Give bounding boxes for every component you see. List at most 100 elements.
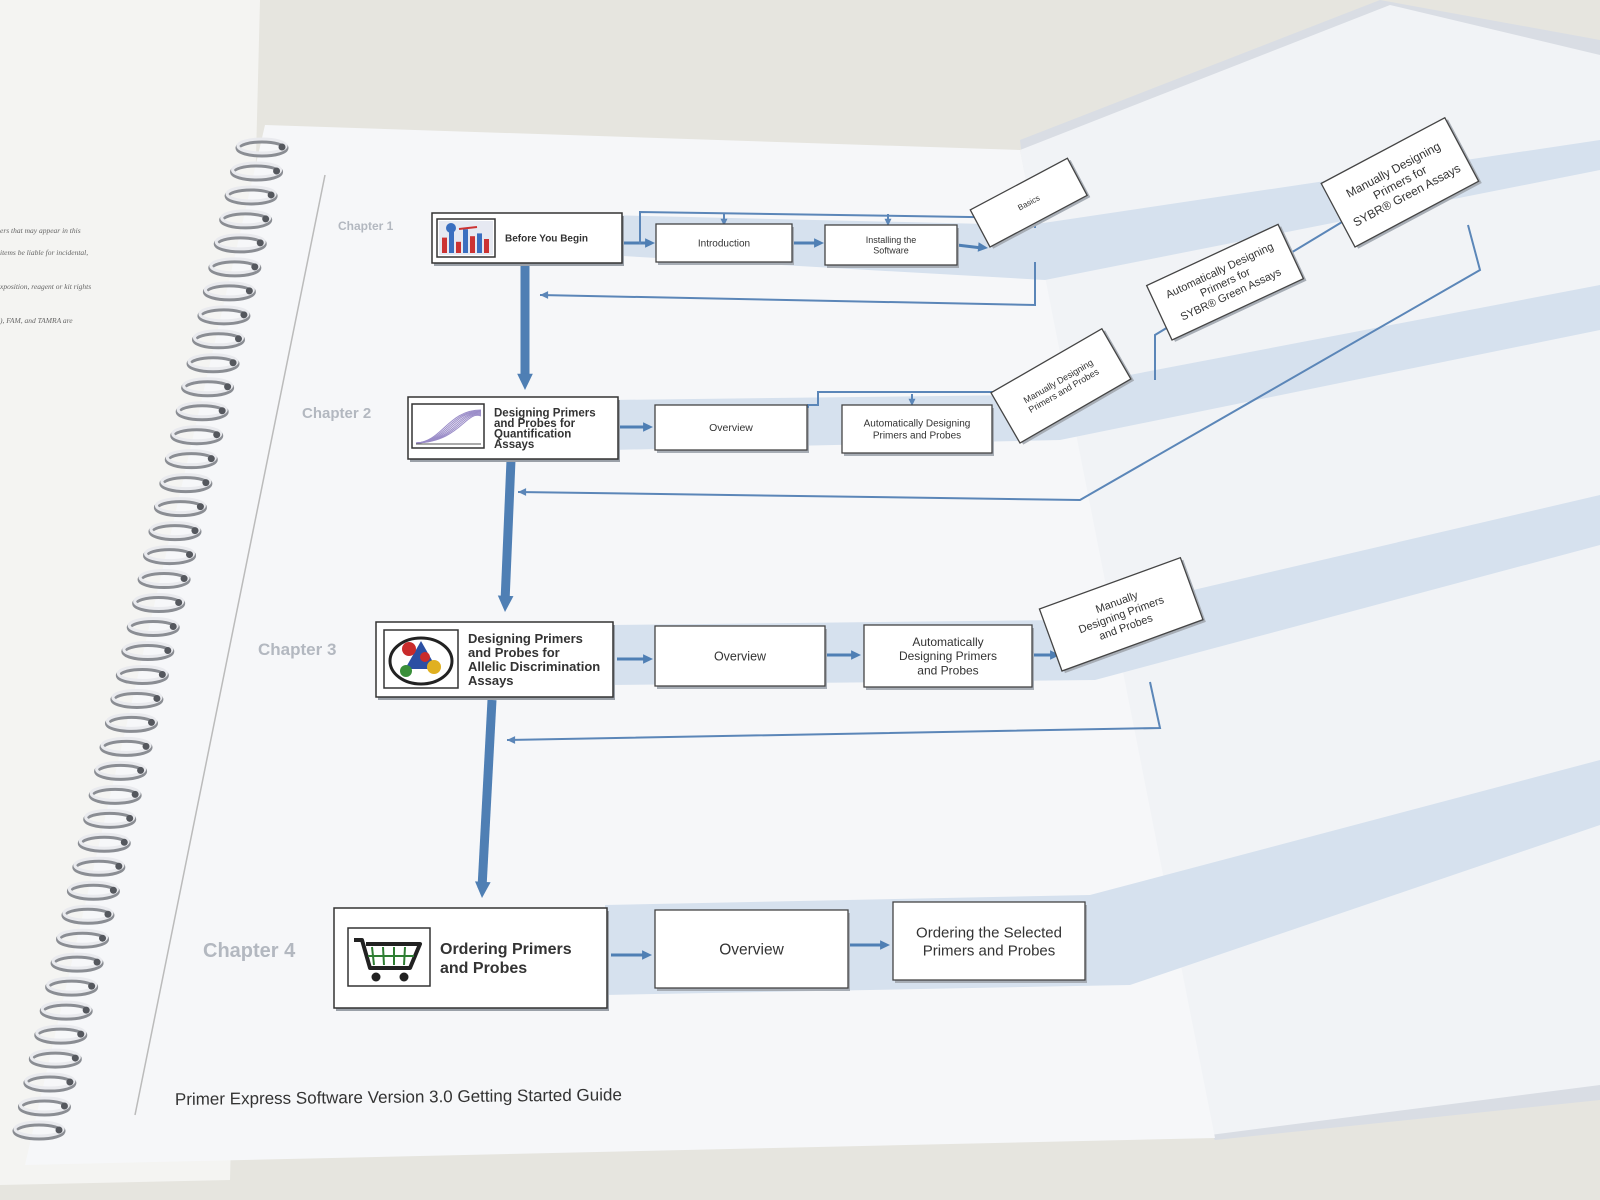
chapter-main-box: Ordering Primers and Probes <box>333 907 609 1011</box>
binding-ring <box>148 521 202 542</box>
step-box: Overview <box>654 909 850 991</box>
step-label-line: Primers and Probes <box>923 942 1056 959</box>
arrowhead <box>507 736 516 744</box>
step-label-line: Installing the <box>866 235 917 245</box>
binding-ring <box>50 952 104 973</box>
binding-ring <box>72 856 126 877</box>
chapter-title-line: Designing Primers <box>468 631 583 646</box>
flowchart-nodes: Chapter 1 Before You Begin Introduction Ins… <box>203 116 1482 1011</box>
binding-ring <box>159 473 213 494</box>
binding-ring <box>202 281 256 302</box>
arrowhead <box>908 398 916 406</box>
binding-ring <box>45 976 99 997</box>
loop-connector <box>506 681 1162 741</box>
chapter-spine <box>500 459 516 603</box>
chapter-title-line: Ordering Primers <box>440 941 572 958</box>
binding-ring <box>99 736 153 757</box>
step-label-line: Automatically <box>912 635 983 649</box>
binding-ring <box>17 1096 71 1117</box>
step-label-line: Ordering the Selected <box>916 924 1062 941</box>
chapter-label: Chapter 1 <box>338 219 394 233</box>
chapter-title-line: Allelic Discrimination <box>468 659 600 674</box>
chapter-label: Chapter 3 <box>258 640 336 659</box>
chapter-label: Chapter 2 <box>302 405 371 422</box>
arrowhead <box>880 940 890 950</box>
arrowhead <box>814 238 824 248</box>
binding-ring <box>235 137 289 158</box>
arrowhead <box>642 950 652 960</box>
arrowhead <box>1050 650 1060 660</box>
step-label-line: Introduction <box>698 239 750 250</box>
row-band <box>605 760 1600 995</box>
step-label-line: Software <box>873 246 909 256</box>
binding-ring <box>224 185 278 206</box>
loop-connector <box>539 262 1036 307</box>
arrowhead <box>497 595 514 612</box>
binding-ring <box>181 377 235 398</box>
binding-ring <box>143 545 197 566</box>
flow-arrow <box>956 243 983 250</box>
chapter-main-box: Before You Begin <box>431 212 624 266</box>
shopping-cart-icon <box>347 927 431 987</box>
chapter-spine <box>477 699 497 889</box>
binding-ring <box>186 353 240 374</box>
spiral-binding <box>12 137 289 1141</box>
page-margin-line <box>134 174 326 1116</box>
binding-ring <box>94 760 148 781</box>
binding-ring <box>83 808 137 829</box>
step-label-line: Overview <box>714 649 767 663</box>
step-label-line: and Probes <box>917 664 978 678</box>
step-label-line: Overview <box>709 422 753 434</box>
binding-ring <box>213 233 267 254</box>
step-box: Introduction <box>655 223 794 265</box>
step-box: Overview <box>654 404 809 453</box>
binding-ring <box>208 257 262 278</box>
binding-ring <box>175 401 229 422</box>
step-label-line: Automatically Designing <box>864 419 971 430</box>
binding-ring <box>121 640 175 661</box>
step-label-line: Designing Primers <box>899 649 997 663</box>
binding-ring <box>219 209 273 230</box>
bar-chart-icon <box>436 218 496 258</box>
chapter-label: Chapter 4 <box>203 940 296 962</box>
binding-ring <box>153 497 207 518</box>
binding-ring <box>61 904 115 925</box>
chapter-title-line: Assays <box>468 673 514 688</box>
binding-ring <box>115 664 169 685</box>
arrowhead <box>645 238 655 248</box>
left-page-line: ), FAM, and TAMRA are <box>0 316 73 325</box>
binding-ring <box>56 928 110 949</box>
chapter-title-line: and Probes <box>440 960 527 977</box>
arrowhead <box>474 881 491 898</box>
step-label-line: Primers and Probes <box>873 431 961 442</box>
binding-ring <box>132 593 186 614</box>
step-label-line: Overview <box>719 941 784 958</box>
arrowhead <box>643 654 653 664</box>
chapter-title-line: and Probes for <box>494 418 576 430</box>
row-band <box>610 495 1600 685</box>
binding-ring <box>28 1048 82 1069</box>
binding-ring <box>126 617 180 638</box>
chapter-title-line: Quantification <box>494 428 571 440</box>
chapter-title-line: Designing Primers <box>494 407 596 419</box>
left-page-line: xposition, reagent or kit rights <box>0 282 91 291</box>
binding-ring <box>39 1000 93 1021</box>
chapter-title-line: Before You Begin <box>505 234 588 245</box>
allelic-plot-icon <box>383 629 459 689</box>
footer-title: Primer Express Software Version 3.0 Gett… <box>175 1085 622 1109</box>
binding-ring <box>88 784 142 805</box>
arrowhead <box>540 291 549 299</box>
binding-ring <box>77 832 131 853</box>
binding-ring <box>66 880 120 901</box>
step-box: Overview <box>654 625 827 689</box>
binding-ring <box>104 712 158 733</box>
